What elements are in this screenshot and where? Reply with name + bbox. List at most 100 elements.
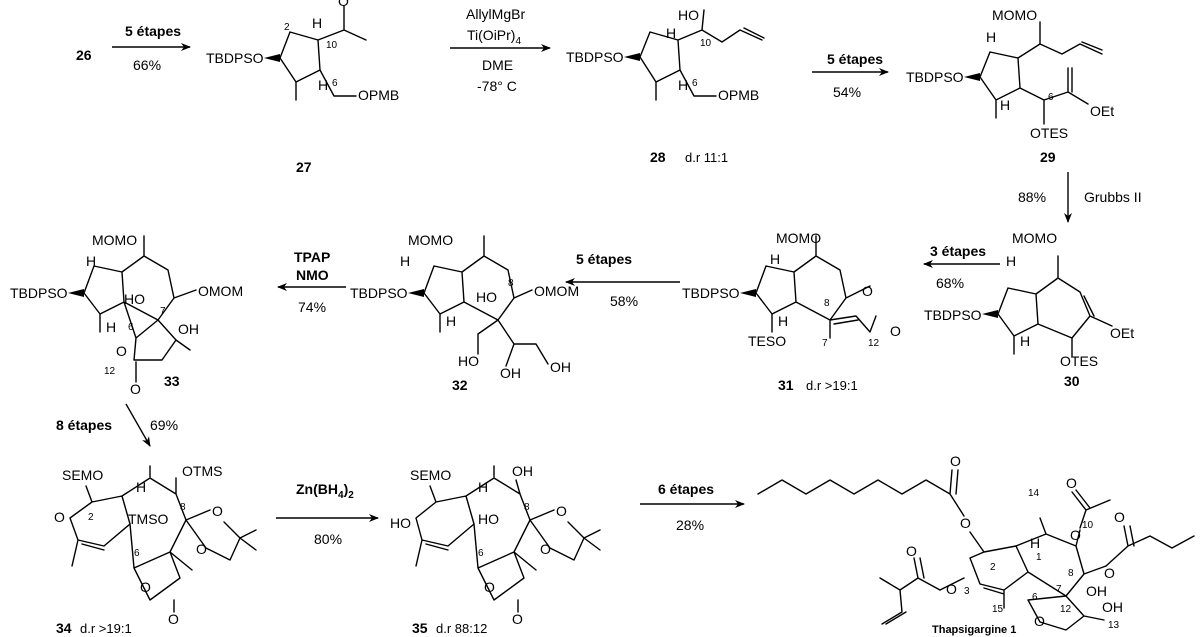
c30-h2: H bbox=[1020, 333, 1030, 349]
c28-ho: HO bbox=[678, 7, 699, 23]
step-8-yield: 69% bbox=[150, 417, 178, 433]
c27-bonds bbox=[279, 5, 367, 101]
c31-teso: TESO bbox=[748, 333, 786, 349]
step-6-yield: 58% bbox=[610, 293, 638, 309]
c34-o3: O bbox=[196, 541, 207, 557]
c33-o1: O bbox=[116, 343, 127, 359]
c32-wedge bbox=[408, 289, 424, 297]
c33-oh: OH bbox=[178, 321, 199, 337]
c28-h2: H bbox=[678, 77, 688, 93]
c31-num-12: 12 bbox=[868, 338, 880, 349]
c29-tbdpso: TBDPSO bbox=[906, 69, 964, 85]
c30-wedge bbox=[982, 310, 998, 318]
c27-num-10: 10 bbox=[326, 40, 338, 51]
c32-ho1: HO bbox=[476, 289, 497, 305]
thap-num-15: 15 bbox=[992, 604, 1004, 615]
step-7: TPAP NMO 74% bbox=[277, 249, 346, 315]
c28-h1: H bbox=[666, 25, 676, 41]
c34-o4: O bbox=[140, 579, 151, 595]
thap-num-2: 2 bbox=[990, 562, 996, 573]
thap-num-10: 10 bbox=[1082, 520, 1094, 531]
step-4-yield: 88% bbox=[1018, 189, 1046, 205]
thap-o7: O bbox=[906, 543, 917, 559]
thap-octanoyl bbox=[757, 469, 965, 517]
c29-oet: OEt bbox=[1090, 103, 1114, 119]
c32-ho2: HO bbox=[458, 353, 479, 369]
c34-num-8: 8 bbox=[180, 502, 186, 513]
thap-num-6: 6 bbox=[1032, 592, 1038, 603]
c28-tbdpso: TBDPSO bbox=[566, 49, 624, 65]
thap-o5: O bbox=[1114, 509, 1125, 525]
compound-28-dr: d.r 11:1 bbox=[685, 150, 728, 165]
c32-momo: MOMO bbox=[408, 232, 453, 248]
thap-oh2: OH bbox=[1102, 599, 1123, 615]
c34-h: H bbox=[136, 479, 146, 495]
step-2-solvent: DME bbox=[482, 57, 513, 73]
step-10-reagent: 6 étapes bbox=[658, 481, 714, 497]
thap-o8: O bbox=[946, 581, 957, 597]
c34-bonds bbox=[69, 465, 257, 601]
c35-oh: OH bbox=[512, 463, 533, 479]
c27-tbdpso: TBDPSO bbox=[206, 50, 264, 66]
compound-33-label: 33 bbox=[164, 373, 180, 389]
compound-32-label: 32 bbox=[452, 377, 468, 393]
step-10-yield: 28% bbox=[676, 517, 704, 533]
thap-o9: O bbox=[1034, 613, 1045, 629]
step-5-yield: 68% bbox=[936, 275, 964, 291]
c33-wedge bbox=[68, 289, 84, 297]
c34-num-6: 6 bbox=[134, 548, 140, 559]
c27-wedge bbox=[264, 54, 280, 62]
c28-num-6: 6 bbox=[692, 78, 698, 89]
c27-h1: H bbox=[312, 15, 322, 31]
c33-ho: HO bbox=[124, 291, 145, 307]
step-1-yield: 66% bbox=[133, 57, 161, 73]
c32-tbdpso: TBDPSO bbox=[350, 285, 408, 301]
c33-h1: H bbox=[86, 253, 96, 269]
step-8-reagent: 8 étapes bbox=[56, 417, 112, 433]
c35-bonds bbox=[415, 465, 601, 601]
c33-tbdpso: TBDPSO bbox=[10, 285, 68, 301]
thap-h: H bbox=[1030, 535, 1040, 551]
compound-27-label: 27 bbox=[296, 159, 312, 175]
c30-bonds bbox=[997, 255, 1113, 357]
c27-opmb: OPMB bbox=[358, 87, 399, 103]
compound-26-label: 26 bbox=[76, 47, 92, 63]
c31-num-7: 7 bbox=[822, 338, 828, 349]
c35-ho1: HO bbox=[390, 515, 411, 531]
c32-h2: H bbox=[446, 313, 456, 329]
thap-o2: O bbox=[960, 515, 971, 531]
c30-otes: OTES bbox=[1060, 353, 1098, 369]
c35-semo: SEMO bbox=[410, 467, 451, 483]
step-9-yield: 80% bbox=[314, 531, 342, 547]
compound-28: TBDPSO HO H H OPMB 10 6 28 d.r 11:1 bbox=[566, 7, 765, 165]
thapsigargine: O O O O H O O O O OH O OH 14 10 2 1 8 3 … bbox=[757, 453, 1195, 636]
step-4-reagent: Grubbs II bbox=[1084, 189, 1142, 205]
compound-27: TBDPSO O H H OPMB 2 10 6 27 bbox=[206, 0, 399, 175]
c35-o4: O bbox=[512, 611, 523, 627]
c35-o1: O bbox=[556, 503, 567, 519]
c33-num-12: 12 bbox=[104, 366, 116, 377]
c35-ho2: HO bbox=[478, 511, 499, 527]
c29-h1: H bbox=[986, 29, 996, 45]
c32-oh2: OH bbox=[500, 365, 521, 381]
compound-29: MOMO H TBDPSO OEt OTES H 6 29 bbox=[906, 7, 1114, 165]
compound-31-dr: d.r >19:1 bbox=[806, 378, 858, 393]
step-9: Zn(BH4)2 80% bbox=[276, 481, 379, 547]
c31-wedge bbox=[740, 289, 756, 297]
c27-o: O bbox=[338, 0, 349, 9]
c30-oet: OEt bbox=[1110, 325, 1134, 341]
c28-wedge bbox=[624, 53, 640, 61]
compound-30-label: 30 bbox=[1064, 373, 1080, 389]
c35-num-6: 6 bbox=[478, 548, 484, 559]
compound-35: SEMO OH H HO HO O O O O 8 6 35 d.r 88:12 bbox=[390, 463, 601, 636]
thap-num-8: 8 bbox=[1068, 568, 1074, 579]
c27-num-6: 6 bbox=[332, 78, 338, 89]
c33-omom: OMOM bbox=[198, 283, 243, 299]
step-3-reagent: 5 étapes bbox=[827, 51, 883, 67]
step-5-reagent: 3 étapes bbox=[930, 243, 986, 259]
step-2-reagent-1: AllylMgBr bbox=[466, 6, 525, 22]
c30-tbdpso: TBDPSO bbox=[924, 307, 982, 323]
c31-h2: H bbox=[778, 313, 788, 329]
c29-h2: H bbox=[1000, 97, 1010, 113]
